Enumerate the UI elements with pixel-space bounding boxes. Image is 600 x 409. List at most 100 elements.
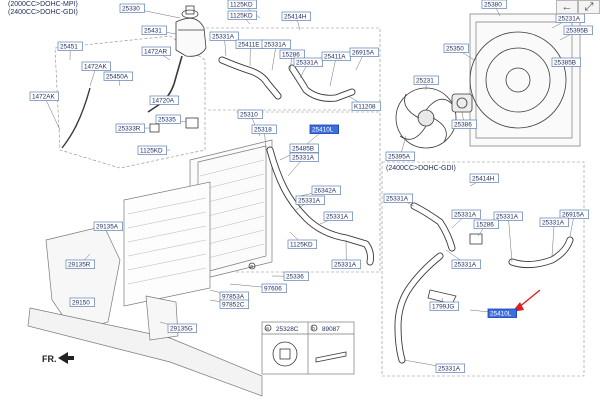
part-callout-26915a[interactable]: 26915A bbox=[559, 209, 589, 219]
condenser-core bbox=[123, 181, 211, 307]
callout-box bbox=[559, 209, 589, 219]
callout-text: 25350 bbox=[446, 46, 464, 53]
part-callout-29150[interactable]: 29150 bbox=[69, 297, 95, 307]
part-callout-25386[interactable]: 25386 bbox=[451, 119, 477, 129]
part-callout-25335[interactable]: 25335 bbox=[155, 114, 181, 124]
callout-text: 97852C bbox=[222, 302, 245, 309]
part-callout-25333r[interactable]: 25333R bbox=[115, 123, 145, 133]
callout-text: 97853A bbox=[222, 294, 245, 301]
part-callout-25331a[interactable]: 25331A bbox=[261, 39, 291, 49]
part-callout-1799jg[interactable]: 1799JG bbox=[429, 301, 459, 311]
part-callout-25451[interactable]: 25451 bbox=[57, 41, 83, 51]
part-callout-29135r[interactable]: 29135R bbox=[65, 259, 95, 269]
callout-box bbox=[289, 152, 319, 162]
part-callout-29135a[interactable]: 29135A bbox=[93, 221, 123, 231]
part-callout-k11208[interactable]: K11208 bbox=[351, 101, 381, 111]
callout-text: 25331A bbox=[438, 366, 461, 373]
part-callout-1125kd[interactable]: 1125KD bbox=[227, 0, 257, 9]
callout-box bbox=[149, 95, 179, 105]
part-callout-25450a[interactable]: 25450A bbox=[103, 71, 133, 81]
part-callout-25431[interactable]: 25431 bbox=[141, 25, 167, 35]
callout-text: 26342A bbox=[314, 188, 337, 195]
callout-text: 15286 bbox=[282, 52, 300, 59]
part-callout-25331a[interactable]: 25331A bbox=[323, 211, 353, 221]
part-callout-25331a[interactable]: 25331A bbox=[451, 259, 481, 269]
part-callout-25410l[interactable]: 25410L bbox=[487, 308, 518, 318]
part-callout-25395b[interactable]: 25395B bbox=[563, 25, 593, 35]
part-callout-25485b[interactable]: 25485B bbox=[289, 143, 319, 153]
part-callout-1472ak[interactable]: 1472AK bbox=[29, 91, 59, 101]
part-callout-25331a[interactable]: 25331A bbox=[451, 209, 481, 219]
callout-text: 26915A bbox=[352, 50, 375, 57]
part-callout-25231a[interactable]: 25231A bbox=[555, 13, 585, 23]
part-callout-25414h[interactable]: 25414H bbox=[469, 173, 499, 183]
part-callout-25336[interactable]: 25336 bbox=[283, 271, 309, 281]
part-callout-25318[interactable]: 25318 bbox=[251, 124, 277, 134]
part-callout-1125kd[interactable]: 1125KD bbox=[137, 145, 167, 155]
callout-box bbox=[279, 49, 305, 59]
callout-text: 25386 bbox=[454, 122, 472, 129]
part-callout-25331a[interactable]: 25331A bbox=[539, 217, 569, 227]
variant-gdi-heading: (2400CC>DOHC-GDI) bbox=[8, 9, 78, 16]
part-callout-25331a[interactable]: 25331A bbox=[435, 363, 465, 373]
callout-text: 25331A bbox=[292, 155, 315, 162]
part-callout-25380[interactable]: 25380 bbox=[481, 0, 507, 9]
part-callout-25330[interactable]: 25330 bbox=[119, 3, 145, 13]
fan-shroud bbox=[469, 13, 581, 147]
callout-box bbox=[65, 259, 95, 269]
part-callout-25331a[interactable]: 25331A bbox=[331, 259, 361, 269]
part-callout-25331a[interactable]: 25331A bbox=[289, 152, 319, 162]
part-callout-25410l[interactable]: 25410L bbox=[309, 124, 340, 134]
callout-box bbox=[57, 41, 83, 51]
part-callout-97853a[interactable]: 97853A bbox=[219, 291, 249, 301]
clip-25333r bbox=[149, 123, 160, 133]
part-callout-1125kd[interactable]: 1125KD bbox=[287, 239, 317, 249]
part-callout-1125kd[interactable]: 1125KD bbox=[227, 10, 257, 20]
legend-b-letter: b bbox=[312, 326, 315, 332]
part-callout-25414h[interactable]: 25414H bbox=[281, 11, 311, 21]
part-callout-25385b[interactable]: 25385B bbox=[551, 57, 581, 67]
callout-text: 25331A bbox=[496, 214, 519, 221]
callout-box bbox=[383, 193, 413, 203]
part-callout-25331a[interactable]: 25331A bbox=[209, 31, 239, 41]
callout-box bbox=[451, 209, 481, 219]
part-callout-25350[interactable]: 25350 bbox=[443, 43, 469, 53]
part-callout-25231[interactable]: 25231 bbox=[413, 75, 439, 85]
callout-box bbox=[351, 101, 381, 111]
fan-motor bbox=[451, 93, 473, 113]
expand-button[interactable]: ⤢ bbox=[578, 0, 600, 14]
callout-text: 25331A bbox=[334, 262, 357, 269]
part-callout-15286[interactable]: 15286 bbox=[473, 219, 499, 229]
part-callouts: 253301125KD25414H2538025231A2543125331A1… bbox=[29, 0, 593, 373]
part-callout-25395a[interactable]: 25395A bbox=[385, 151, 415, 161]
callout-box bbox=[451, 119, 477, 129]
callout-text: 25231A bbox=[558, 16, 581, 23]
callout-box bbox=[115, 123, 145, 133]
part-callout-97852c[interactable]: 97852C bbox=[219, 299, 249, 309]
callout-box bbox=[493, 211, 523, 221]
part-callout-15286[interactable]: 15286 bbox=[279, 49, 305, 59]
callout-text: 25331A bbox=[386, 196, 409, 203]
part-callout-14720a[interactable]: 14720A bbox=[149, 95, 179, 105]
callout-text: 14720A bbox=[152, 98, 175, 105]
callout-text: 29135A bbox=[96, 224, 119, 231]
part-callout-1472ar[interactable]: 1472AR bbox=[141, 46, 171, 56]
part-callout-25331a[interactable]: 25331A bbox=[383, 193, 413, 203]
part-callout-25310[interactable]: 25310 bbox=[237, 109, 263, 119]
callout-text: 25414H bbox=[284, 14, 307, 21]
part-callout-25331a[interactable]: 25331A bbox=[293, 57, 323, 67]
part-callout-29135g[interactable]: 29135G bbox=[167, 323, 197, 333]
part-callout-25331a[interactable]: 25331A bbox=[493, 211, 523, 221]
part-callout-26915a[interactable]: 26915A bbox=[349, 47, 379, 57]
reservoir-group-outline bbox=[54, 35, 206, 169]
part-callout-25411e[interactable]: 25411E bbox=[235, 39, 265, 49]
callout-box bbox=[287, 239, 317, 249]
part-callout-25411a[interactable]: 25411A bbox=[321, 51, 351, 61]
part-callout-25331a[interactable]: 25331A bbox=[295, 195, 325, 205]
part-callout-97606[interactable]: 97606 bbox=[261, 283, 287, 293]
callout-box bbox=[481, 0, 507, 9]
back-button[interactable]: ← bbox=[556, 0, 578, 14]
part-callout-1472ak[interactable]: 1472AK bbox=[81, 61, 111, 71]
part-callout-26342a[interactable]: 26342A bbox=[311, 185, 341, 195]
